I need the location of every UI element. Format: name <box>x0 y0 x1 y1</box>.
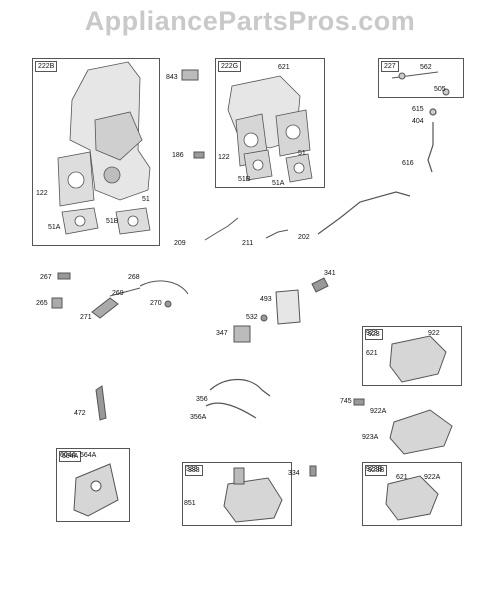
assembly-box-923b <box>362 462 462 526</box>
assembly-tag-222g: 222G <box>218 61 242 72</box>
part-label: 843 <box>166 74 178 81</box>
wire-356 <box>205 378 271 419</box>
spring-209 <box>204 217 239 241</box>
assembly-tag-923: 923 <box>365 329 383 340</box>
bolt-267 <box>57 272 71 280</box>
part-label: 51A <box>48 224 61 231</box>
part-label: 122 <box>218 154 230 161</box>
part-label: 505 <box>434 86 446 93</box>
part-label: 265 <box>36 300 48 307</box>
part-label: 270 <box>150 300 162 307</box>
part-label: 562 <box>420 64 432 71</box>
assembly-tag-333: 333 <box>185 465 203 476</box>
lever-271 <box>91 297 119 319</box>
assembly-tag-222b: 222B <box>35 61 58 72</box>
part-label: 923A <box>362 434 379 441</box>
assembly-box-333 <box>182 462 292 526</box>
governor-923 <box>389 335 447 383</box>
part-label: 122 <box>36 190 48 197</box>
part-label: 356A <box>190 414 207 421</box>
part-label: 615 <box>412 106 424 113</box>
part-label: 922 <box>428 330 440 337</box>
watermark-text: AppliancePartsPros.com <box>84 6 416 36</box>
block-347 <box>233 325 251 343</box>
nut-270 <box>164 300 172 308</box>
gasket-51a <box>57 151 99 235</box>
governor-923a <box>389 409 453 455</box>
part-label: 341 <box>324 270 336 277</box>
part-label: 356 <box>196 396 208 403</box>
assembly-333 <box>223 467 283 523</box>
screw-186 <box>193 151 205 159</box>
part-label: 404 <box>412 118 424 125</box>
assembly-box-227 <box>378 58 464 98</box>
carburetor-body-222g <box>227 75 313 183</box>
bolt-472 <box>95 385 107 421</box>
part-label: 851 <box>184 500 196 507</box>
part-label: 616 <box>402 160 414 167</box>
part-label: 269 <box>112 290 124 297</box>
sensor-341 <box>311 277 329 293</box>
block-843 <box>181 69 199 81</box>
part-label: 271 <box>80 314 92 321</box>
part-label: 51A <box>272 180 285 187</box>
part-label: 51B <box>106 218 119 225</box>
part-label: 334 <box>288 470 300 477</box>
part-label: 472 <box>74 410 86 417</box>
clip-265 <box>51 297 63 309</box>
part-label: 923B <box>366 466 383 473</box>
part-label: 621 <box>278 64 290 71</box>
part-label: 186 <box>172 152 184 159</box>
gasket-51b <box>115 207 151 235</box>
link-227 <box>391 71 450 96</box>
assembly-tag-923b: 923B <box>365 465 388 476</box>
part-label: 922A <box>370 408 387 415</box>
rod-202 <box>317 191 411 235</box>
part-label: 621 <box>396 474 408 481</box>
cable-268 <box>109 280 189 297</box>
screw-334 <box>309 465 317 477</box>
assembly-box-923 <box>362 326 462 386</box>
nut-532 <box>260 314 268 322</box>
part-label: 202 <box>298 234 310 241</box>
assembly-box-222b <box>32 58 160 246</box>
part-label: 604A <box>60 452 77 459</box>
part-label: 621 <box>366 350 378 357</box>
part-label: 922A <box>424 474 441 481</box>
screw-745 <box>353 398 365 406</box>
assembly-box-604a <box>56 448 130 522</box>
spring-211 <box>265 229 289 239</box>
governor-link-616 <box>427 108 437 173</box>
plate-493 <box>275 289 301 325</box>
part-label: 51 <box>142 196 150 203</box>
assembly-box-222g <box>215 58 325 188</box>
assembly-tag-227: 227 <box>381 61 399 72</box>
part-label: 51B <box>238 176 251 183</box>
part-label: 532 <box>246 314 258 321</box>
part-label: 51 <box>298 150 306 157</box>
part-label: 923 <box>366 330 378 337</box>
part-label: 209 <box>174 240 186 247</box>
part-label: 333 <box>186 466 198 473</box>
carburetor-body-222b <box>69 61 151 201</box>
part-label: 745 <box>340 398 352 405</box>
cover-604a <box>73 463 119 517</box>
part-label: 493 <box>260 296 272 303</box>
part-label: 268 <box>128 274 140 281</box>
part-label: 267 <box>40 274 52 281</box>
assembly-tag-604a: 604A <box>59 451 82 462</box>
part-label: 347 <box>216 330 228 337</box>
part-label: 564A <box>80 452 97 459</box>
part-label: 211 <box>242 240 254 247</box>
governor-923b <box>385 475 439 521</box>
